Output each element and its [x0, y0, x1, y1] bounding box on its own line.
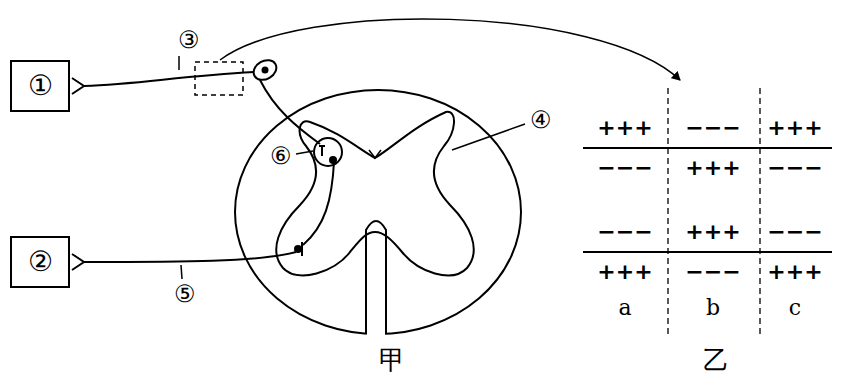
region-letter: a: [618, 297, 631, 319]
callout-number: ③: [178, 28, 200, 52]
figure-label: 甲: [379, 347, 405, 373]
callout-number: ④: [530, 108, 552, 132]
charge-sign: −−−: [597, 157, 652, 179]
charge-sign: +++: [767, 117, 822, 139]
charge-sign: +++: [685, 221, 740, 243]
charge-sign: −−−: [767, 221, 822, 243]
charge-sign: +++: [767, 261, 822, 283]
figure-label: 乙: [703, 347, 729, 373]
region-letter: b: [706, 297, 720, 319]
charge-sign: +++: [685, 157, 740, 179]
charge-sign: +++: [597, 117, 652, 139]
charge-sign: −−−: [597, 221, 652, 243]
callout-number: ⑥: [270, 144, 292, 168]
organ-box: ②: [10, 236, 70, 288]
charge-sign: −−−: [685, 261, 740, 283]
callout-number: ②: [28, 248, 53, 276]
charge-sign: +++: [597, 261, 652, 283]
charge-sign: −−−: [767, 157, 822, 179]
region-letter: c: [789, 297, 801, 319]
organ-box: ①: [10, 60, 70, 112]
charge-sign: −−−: [685, 117, 740, 139]
callout-number: ⑤: [174, 282, 196, 306]
callout-number: ①: [28, 72, 53, 100]
